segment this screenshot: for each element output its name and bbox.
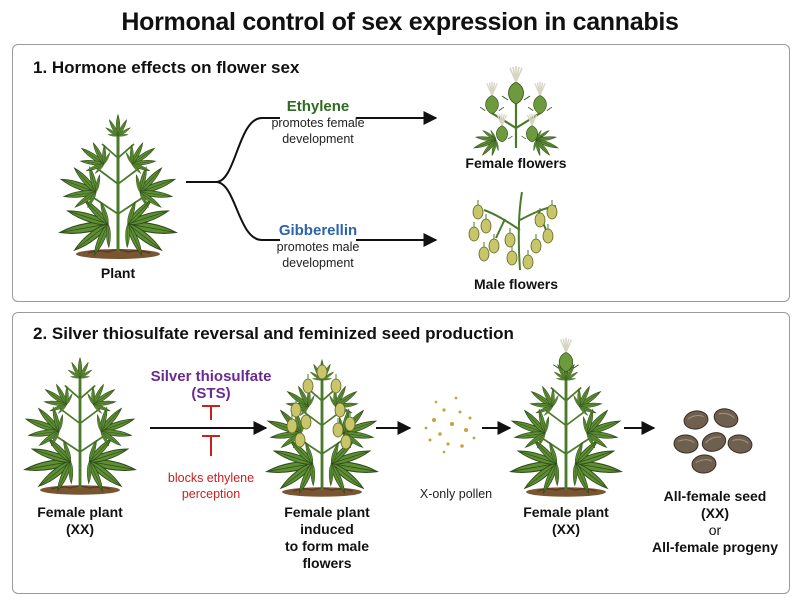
induced-plant-label-1: Female plant induced — [284, 504, 370, 537]
panel2-heading: 2. Silver thiosulfate reversal and femin… — [33, 324, 514, 343]
ethylene-name: Ethylene — [286, 98, 350, 115]
sts-label: Silver thiosulfate (STS) — [146, 368, 276, 402]
induced-plant-label-2: to form male flowers — [284, 538, 369, 571]
ethylene-desc-2: development — [282, 132, 354, 146]
sts-note-2: perception — [181, 487, 241, 501]
panel-sts-reversal: 2. Silver thiosulfate reversal and femin… — [12, 312, 790, 594]
female-flowers-label: Female flowers — [465, 155, 567, 171]
pollen-label: X-only pollen — [419, 487, 493, 501]
female-plant-2-illustration — [505, 337, 628, 500]
ethylene-branch — [215, 117, 280, 183]
panel1-heading: 1. Hormone effects on flower sex — [33, 58, 300, 77]
panel-hormone-effects: 1. Hormone effects on flower sex — [12, 44, 790, 302]
page-title: Hormonal control of sex expression in ca… — [121, 8, 679, 36]
sts-note: blocks ethylene perception — [146, 470, 276, 502]
sts-note-1: blocks ethylene — [167, 471, 255, 485]
induced-plant-label: Female plant induced to form male flower… — [262, 504, 392, 572]
ethylene-label: Ethylene promotes female development — [258, 98, 378, 147]
female-plant-label: Female plant (XX) — [30, 504, 130, 538]
induced-plant-illustration — [261, 359, 384, 499]
gibberellin-label: Gibberellin promotes male development — [258, 222, 378, 271]
female-plant-label-2: (XX) — [66, 521, 94, 537]
male-flowers-illustration — [468, 191, 558, 271]
gibberellin-desc-1: promotes male — [276, 240, 360, 254]
plant-label: Plant — [100, 265, 136, 281]
female-plant-2-label-2: (XX) — [552, 521, 580, 537]
gibberellin-name: Gibberellin — [278, 222, 358, 239]
seed-label-1: All-female seed — [663, 488, 767, 504]
sts-abbrev: (STS) — [191, 385, 231, 402]
inhibition-mark — [202, 405, 220, 456]
ethylene-desc-1: promotes female — [271, 116, 365, 130]
sts-name: Silver thiosulfate — [150, 368, 272, 385]
seed-illustration — [672, 405, 754, 475]
gibberellin-branch — [215, 181, 280, 241]
pollen-illustration — [424, 396, 476, 454]
female-plant-label-1: Female plant — [37, 504, 123, 520]
gibberellin-desc-2: development — [282, 256, 354, 270]
seed-label-2: (XX) — [701, 505, 729, 521]
plant-illustration — [53, 114, 182, 261]
female-plant-2-label: Female plant (XX) — [516, 504, 616, 538]
seed-label-3: or — [708, 522, 722, 538]
male-flowers-label: Male flowers — [473, 276, 559, 292]
seed-label-4: All-female progeny — [651, 539, 779, 555]
female-plant-illustration — [19, 357, 142, 497]
female-plant-2-label-1: Female plant — [523, 504, 609, 520]
seed-label: All-female seed (XX) or All-female proge… — [650, 488, 780, 556]
female-flowers-illustration — [469, 65, 563, 161]
